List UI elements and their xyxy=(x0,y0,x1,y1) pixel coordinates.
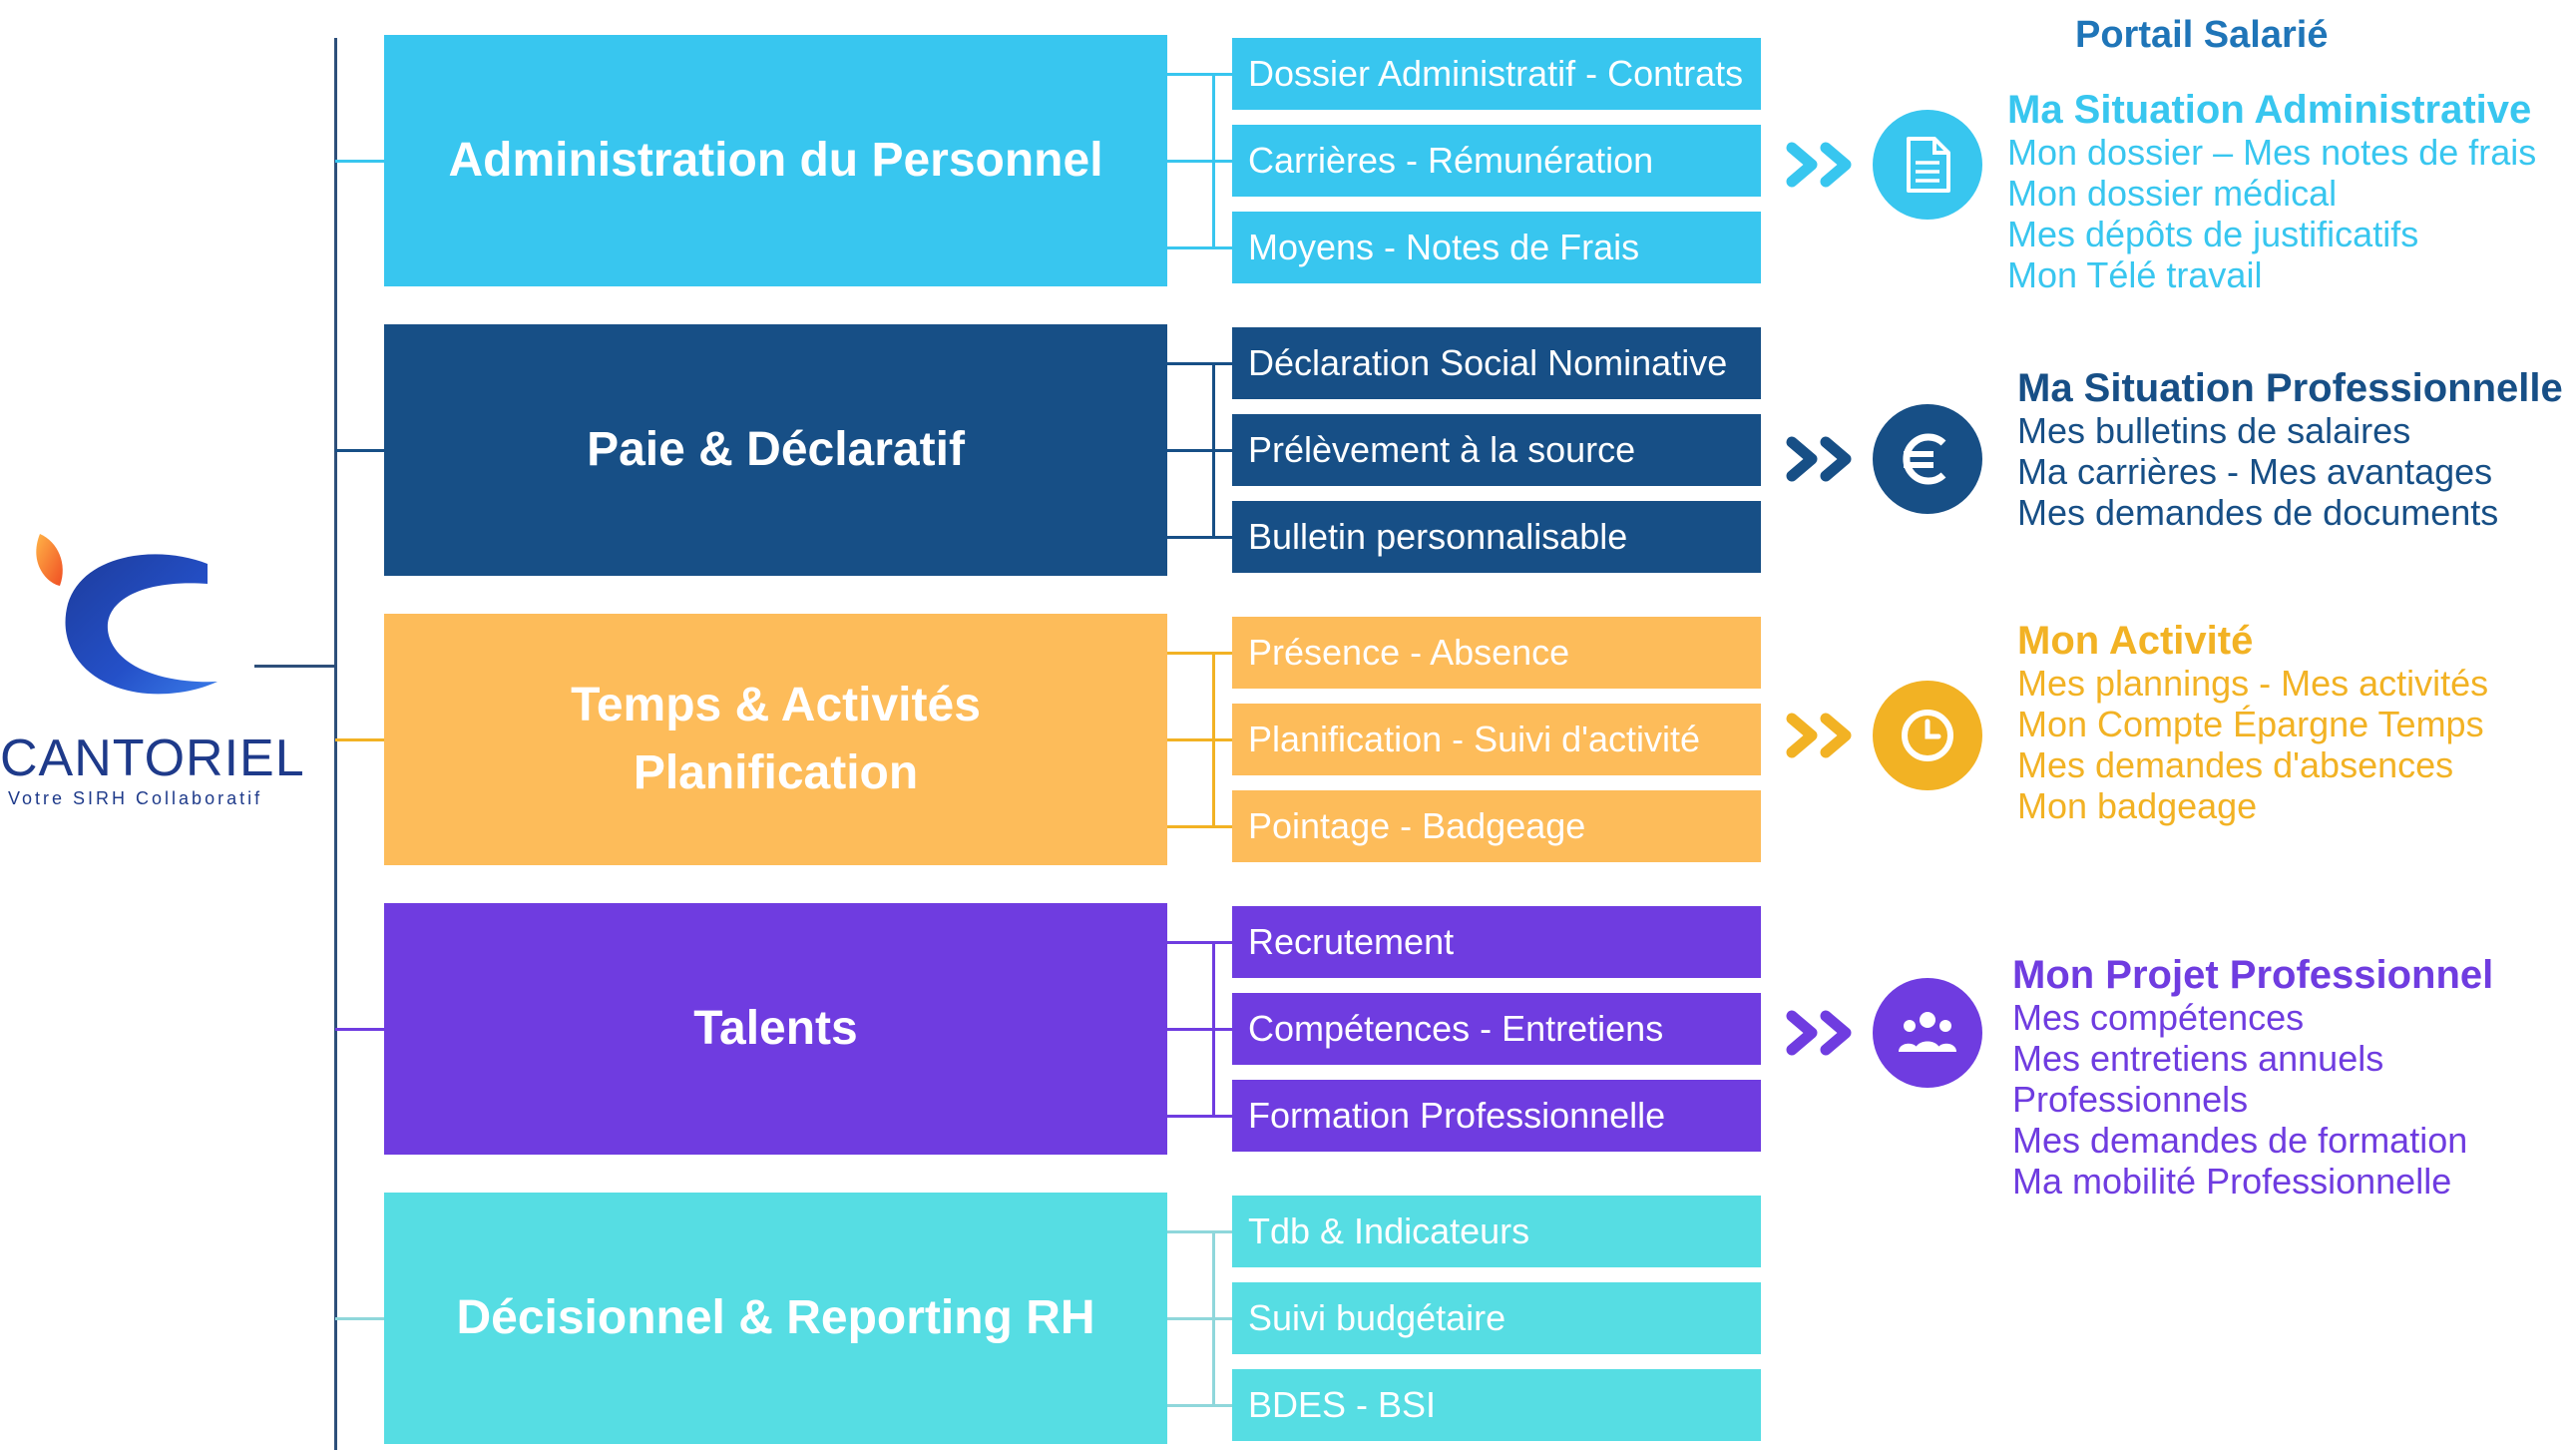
portal-section-item: Ma mobilité Professionnelle xyxy=(2012,1161,2452,1202)
cantoriel-logo-mark xyxy=(36,534,217,695)
module-box: Paie & Déclaratif xyxy=(384,324,1167,576)
sub-module-box: Dossier Administratif - Contrats xyxy=(1232,38,1761,110)
sub-module-box: Compétences - Entretiens xyxy=(1232,993,1761,1065)
sub-module-box: Tdb & Indicateurs xyxy=(1232,1196,1761,1267)
module-title: Décisionnel & Reporting RH xyxy=(456,1291,1095,1344)
module-box: Temps & Activités Planification xyxy=(384,614,1167,865)
sub-connector xyxy=(1167,1230,1233,1233)
sub-connector xyxy=(1167,362,1233,365)
sub-connector xyxy=(1167,246,1233,249)
logo-connector xyxy=(254,665,336,668)
portal-section-item: Mon badgeage xyxy=(2017,785,2258,826)
module-title: Paie & Déclaratif xyxy=(587,423,965,476)
portal-section-item: Mes demandes de formation xyxy=(2012,1120,2468,1161)
sub-module-box: Moyens - Notes de Frais xyxy=(1232,212,1761,283)
module-connector xyxy=(335,1028,385,1031)
portal-section-item: Mes entretiens annuels xyxy=(2012,1038,2384,1079)
portal-section-item: Mes demandes de documents xyxy=(2017,492,2499,533)
portal-section-item: Mes dépôts de justificatifs xyxy=(2007,214,2419,254)
chevrons-right-icon xyxy=(1786,434,1866,484)
sub-connector xyxy=(1167,536,1233,539)
sub-connector xyxy=(1167,738,1233,741)
sub-module-box: Recrutement xyxy=(1232,906,1761,978)
portal-section-title: Mon Projet Professionnel xyxy=(2012,953,2494,997)
module-box: Administration du Personnel xyxy=(384,35,1167,286)
euro-icon xyxy=(1873,404,1982,514)
module-connector xyxy=(335,1317,385,1320)
sub-module-box: Pointage - Badgeage xyxy=(1232,790,1761,862)
portal-section-item: Mon Télé travail xyxy=(2007,254,2263,295)
portal-section-item: Professionnels xyxy=(2012,1079,2249,1120)
sub-connector xyxy=(1167,1404,1233,1407)
module-title: Talents xyxy=(693,1002,858,1055)
chevrons-right-icon xyxy=(1786,711,1866,760)
document-icon xyxy=(1873,110,1982,220)
chevrons-right-icon xyxy=(1786,140,1866,190)
sub-module-box: Carrières - Rémunération xyxy=(1232,125,1761,197)
trunk-line xyxy=(334,38,337,1450)
portal-section-item: Mes compétences xyxy=(2012,997,2305,1038)
portal-section-item: Mes bulletins de salaires xyxy=(2017,410,2411,451)
sub-module-box: Bulletin personnalisable xyxy=(1232,501,1761,573)
sub-module-box: Formation Professionnelle xyxy=(1232,1080,1761,1152)
portal-section-item: Mes plannings - Mes activités xyxy=(2017,663,2489,704)
sub-connector xyxy=(1167,825,1233,828)
module-title: Administration du Personnel xyxy=(448,134,1103,187)
sub-module-box: BDES - BSI xyxy=(1232,1369,1761,1441)
sub-connector xyxy=(1167,941,1233,944)
sub-connector xyxy=(1167,1115,1233,1118)
sub-connector xyxy=(1167,160,1233,163)
portal-section-item: Mon Compte Épargne Temps xyxy=(2017,704,2484,744)
module-box: Décisionnel & Reporting RH xyxy=(384,1193,1167,1444)
sub-connector xyxy=(1167,73,1233,76)
portal-section-item: Mon dossier médical xyxy=(2007,173,2338,214)
sub-module-box: Présence - Absence xyxy=(1232,617,1761,689)
portal-section-title: Ma Situation Professionnelle xyxy=(2017,366,2563,410)
module-connector xyxy=(335,449,385,452)
chevrons-right-icon xyxy=(1786,1008,1866,1058)
sub-connector xyxy=(1167,1028,1233,1031)
sub-connector xyxy=(1167,652,1233,655)
team-icon xyxy=(1873,978,1982,1088)
portal-section-item: Mon dossier – Mes notes de frais xyxy=(2007,132,2537,173)
module-box: Talents xyxy=(384,903,1167,1155)
module-title: Temps & Activités Planification xyxy=(571,679,981,799)
module-connector xyxy=(335,738,385,741)
sub-module-box: Planification - Suivi d'activité xyxy=(1232,704,1761,775)
sub-connector xyxy=(1167,1317,1233,1320)
portal-section-title: Ma Situation Administrative xyxy=(2007,88,2532,132)
sub-module-box: Suivi budgétaire xyxy=(1232,1282,1761,1354)
portal-section-title: Mon Activité xyxy=(2017,619,2254,663)
sub-module-box: Prélèvement à la source xyxy=(1232,414,1761,486)
clock-icon xyxy=(1873,681,1982,790)
logo-tagline: Votre SIRH Collaboratif xyxy=(8,788,263,808)
module-connector xyxy=(335,160,385,163)
portal-section-item: Mes demandes d'absences xyxy=(2017,744,2454,785)
portal-section-item: Ma carrières - Mes avantages xyxy=(2017,451,2493,492)
portal-header: Portail Salarié xyxy=(2075,14,2329,56)
logo-name: CANTORIEL xyxy=(0,729,305,787)
sub-module-box: Déclaration Social Nominative xyxy=(1232,327,1761,399)
sub-connector xyxy=(1167,449,1233,452)
